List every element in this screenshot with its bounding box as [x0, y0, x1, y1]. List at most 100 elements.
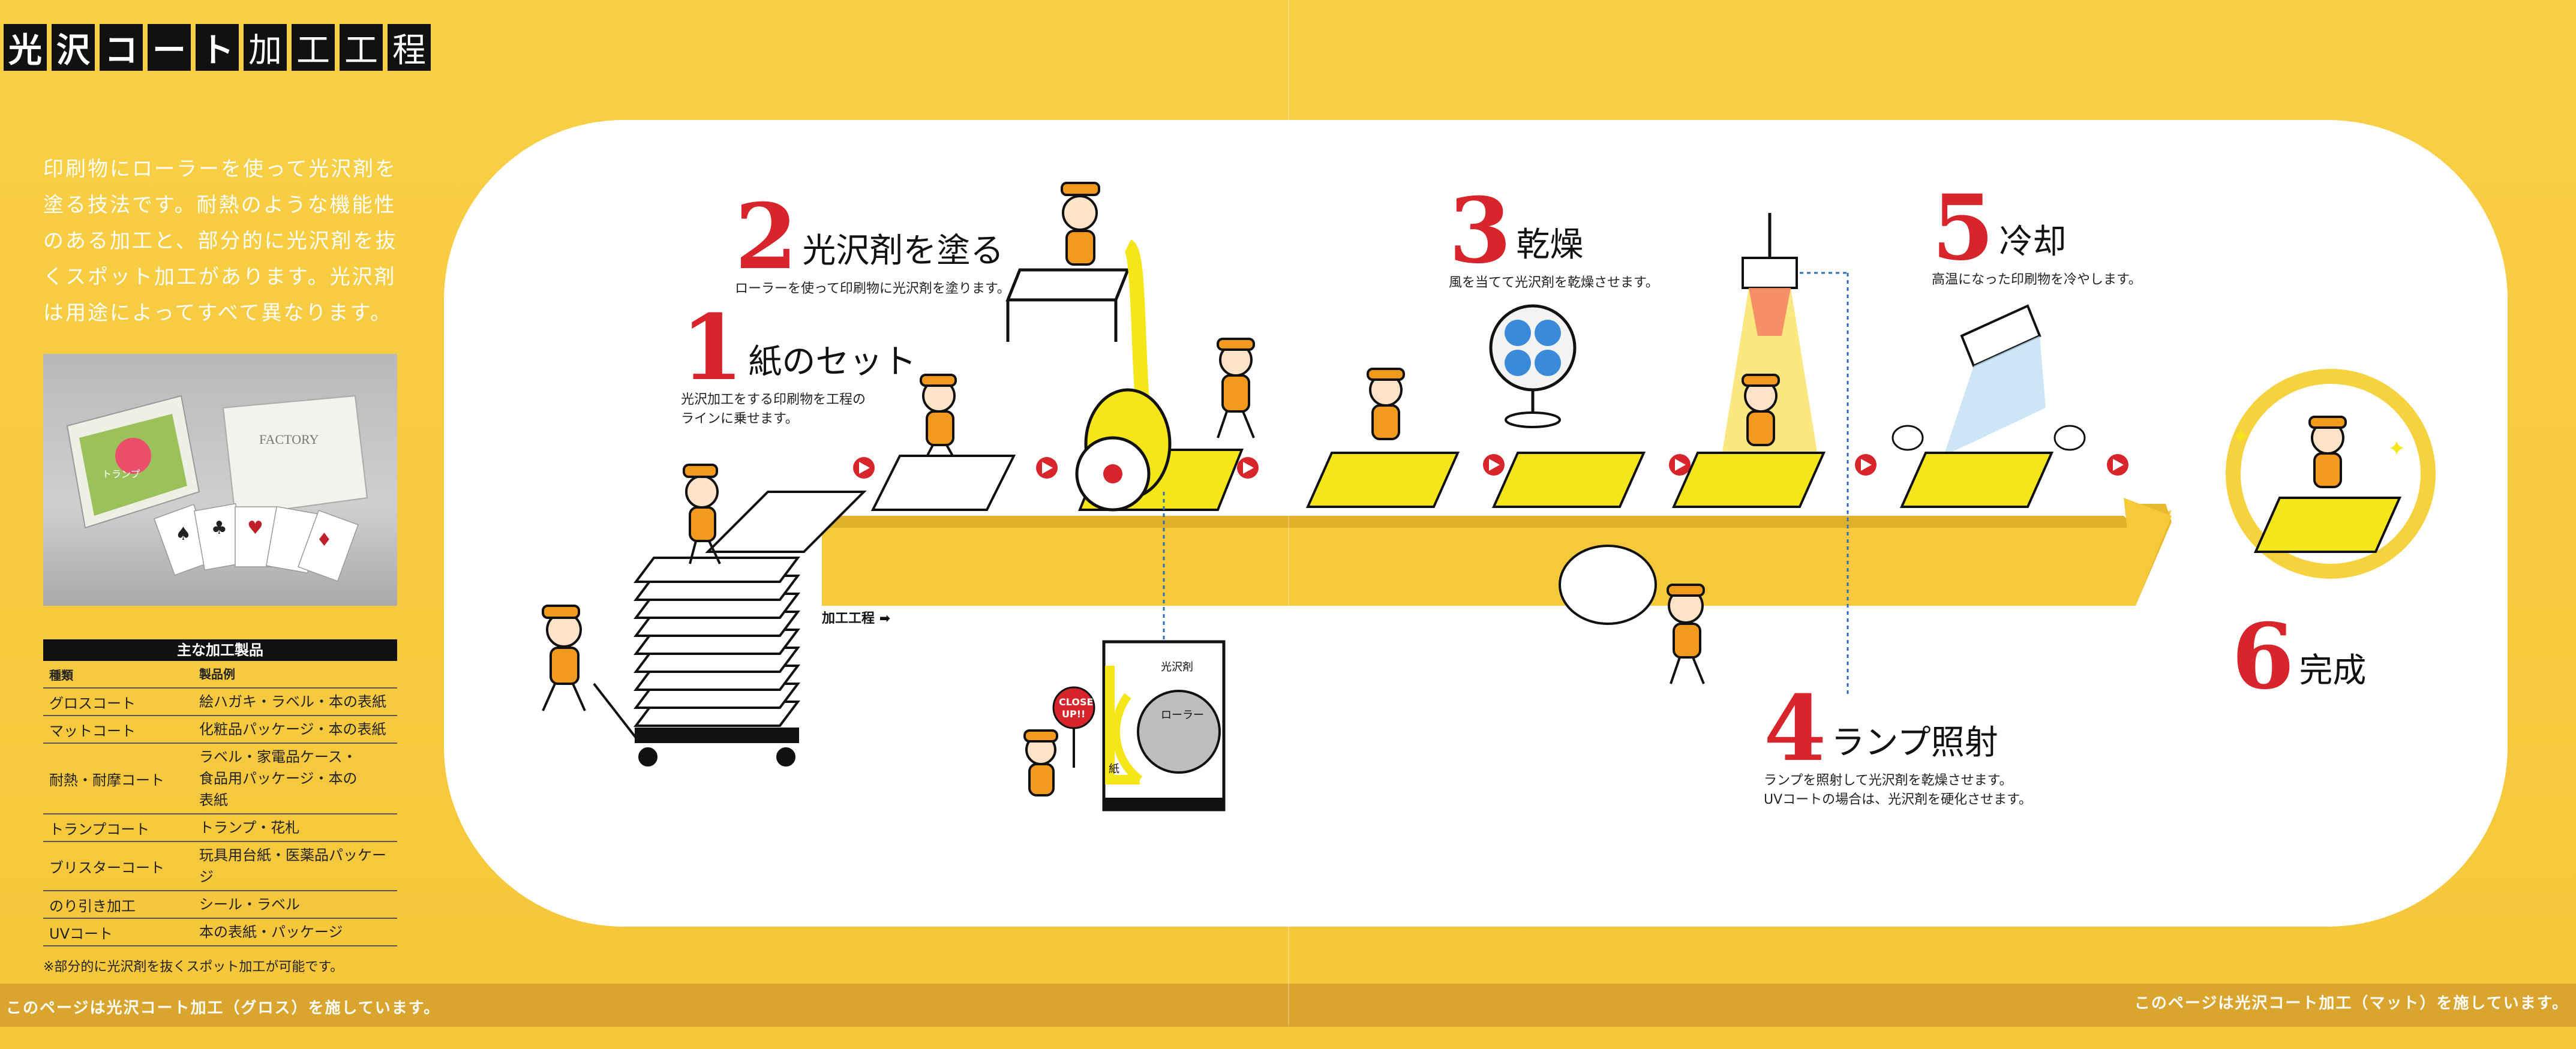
step-arrow-icon — [1669, 454, 1691, 476]
product-type: のり引き加工 — [49, 897, 136, 915]
product-type: ブリスターコート — [49, 859, 164, 876]
table-row: UVコート 本の表紙・パッケージ — [43, 919, 397, 946]
closeup-sign-line1: CLOSE — [1059, 696, 1093, 708]
product-example: トランプ・花札 — [199, 819, 300, 836]
title-char-outline: 工 — [292, 24, 335, 71]
cooler-icon — [1944, 304, 2046, 456]
footer-right-note: このページは光沢コート加工（マット）を施しています。 — [2134, 994, 2569, 1012]
coating-liquid — [1122, 239, 1150, 408]
svg-text:♠: ♠ — [175, 524, 191, 545]
closeup-sign: CLOSE UP!! — [1052, 686, 1095, 768]
title-char-outline: 工 — [340, 24, 383, 71]
closeup-label-paper: 紙 — [1109, 763, 1119, 776]
product-type: グロスコート — [49, 695, 136, 712]
step-title: ランプ照射 — [1831, 723, 1998, 762]
worker-figure — [1061, 182, 1100, 266]
worker-figure — [1217, 338, 1255, 438]
worker-figure — [1367, 368, 1405, 440]
step-desc: 風を当てて光沢剤を乾燥させます。 — [1449, 275, 1659, 290]
svg-text:♥: ♥ — [247, 518, 263, 539]
title-char: 光 — [4, 24, 47, 71]
title-char: 沢 — [52, 24, 95, 71]
product-example: 玩具用台紙・医薬品パッケージ — [199, 847, 386, 885]
table-row: トランプコート トランプ・花札 — [43, 814, 397, 842]
title-char-outline: 加 — [244, 24, 287, 71]
worker-figure — [683, 464, 721, 564]
closeup-label-agent: 光沢剤 — [1161, 661, 1193, 674]
page-seam — [1288, 0, 1289, 1026]
lamp-icon — [1722, 213, 1818, 456]
step-desc: ランプを照射して光沢剤を乾燥させます。 — [1764, 773, 2013, 788]
title-char: ー — [148, 24, 191, 71]
conveyor-arrow — [822, 510, 2172, 606]
intro-paragraph: 印刷物にローラーを使って光沢剤を塗る技法です。耐熱のような機能性のある加工と、部… — [43, 157, 398, 325]
product-type: マットコート — [49, 722, 136, 740]
step-title: 光沢剤を塗る — [802, 232, 1004, 270]
closeup-sign-line2: UP!! — [1062, 708, 1085, 720]
svg-text:✦: ✦ — [2232, 425, 2250, 449]
col-type-header: 種類 — [49, 668, 73, 683]
products-header-row: 種類 製品例 — [43, 661, 397, 689]
product-example: 絵ハガキ・ラベル・本の表紙 — [199, 693, 386, 710]
step-arrow-icon — [2107, 454, 2128, 476]
step-title: 冷却 — [1999, 223, 2067, 262]
footer-left-note: このページは光沢コート加工（グロス）を施しています。 — [6, 999, 441, 1017]
step-number: 3 — [1449, 178, 1512, 284]
step-number: 6 — [2232, 604, 2295, 710]
table-row: のり引き加工 シール・ラベル — [43, 891, 397, 919]
product-example: ラベル・家電品ケース・食品用パッケージ・本の表紙 — [199, 749, 358, 808]
completion-badge: ✦ ✦ — [2226, 369, 2436, 579]
product-type: 耐熱・耐摩コート — [49, 771, 164, 789]
step-number: 1 — [681, 295, 744, 401]
table-row: グロスコート 絵ハガキ・ラベル・本の表紙 — [43, 689, 397, 716]
step-number: 2 — [735, 184, 798, 290]
page-title: 光 沢 コ ー ト 加 工 工 程 — [4, 24, 431, 71]
product-example: シール・ラベル — [199, 896, 300, 913]
col-example-header: 製品例 — [199, 667, 235, 681]
step-arrow-icon — [1855, 454, 1877, 476]
step-desc: 高温になった印刷物を冷やします。 — [1932, 272, 2142, 287]
paper-stack-illustration — [593, 491, 867, 767]
products-note: ※部分的に光沢剤を抜くスポット加工が可能です。 — [43, 960, 344, 975]
closeup-inset: 光沢剤 ローラー 紙 — [1102, 492, 1226, 811]
title-char-outline: 程 — [388, 24, 431, 71]
products-heading: 主な加工製品 — [43, 639, 397, 661]
table-row: ブリスターコート 玩具用台紙・医薬品パッケージ — [43, 842, 397, 891]
closeup-label-roller: ローラー — [1161, 709, 1204, 722]
coating-platform — [1005, 268, 1130, 342]
step-desc: ラインに乗せます。 — [681, 411, 798, 426]
photo-tag: トランプ — [102, 468, 140, 480]
paper-sheet — [870, 455, 1016, 511]
table-row: マットコート 化粧品パッケージ・本の表紙 — [43, 716, 397, 744]
step-title: 乾燥 — [1516, 226, 1584, 264]
step-arrow-icon — [1237, 457, 1259, 479]
table-row: 耐熱・耐摩コート ラベル・家電品ケース・食品用パッケージ・本の表紙 — [43, 744, 397, 814]
flow-label: 加工工程 ➡ — [822, 611, 891, 626]
svg-text:✦: ✦ — [2388, 437, 2406, 461]
product-example: 本の表紙・パッケージ — [199, 924, 343, 940]
title-char: コ — [100, 24, 143, 71]
step-title: 完成 — [2299, 651, 2367, 690]
step-desc: ローラーを使って印刷物に光沢剤を塗ります。 — [735, 281, 1010, 296]
conveyor-arrow-head — [2124, 498, 2172, 606]
step-number: 5 — [1932, 175, 1995, 281]
products-table: 主な加工製品 種類 製品例 グロスコート 絵ハガキ・ラベル・本の表紙 マットコー… — [43, 639, 397, 975]
worker-figure — [1023, 729, 1058, 796]
fan-icon — [1489, 304, 1577, 428]
step-desc: 光沢加工をする印刷物を工程の — [681, 392, 866, 407]
product-type: UVコート — [49, 925, 113, 942]
step-title: 紙のセット — [748, 342, 917, 381]
sheet-step3b — [1491, 452, 1646, 508]
photo-box-label: FACTORY — [259, 432, 319, 447]
step-number: 4 — [1764, 676, 1827, 782]
step-arrow-icon — [1036, 457, 1058, 479]
product-example: 化粧品パッケージ・本の表紙 — [199, 721, 386, 738]
